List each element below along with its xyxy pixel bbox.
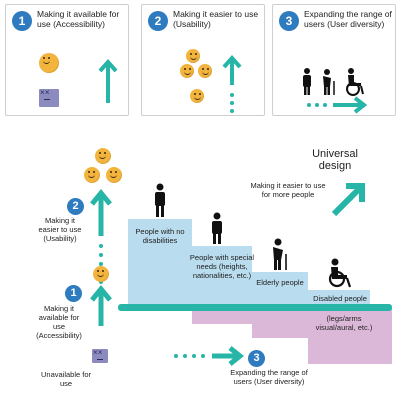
smiley-icon [106, 167, 122, 183]
step-badge: 1 [12, 11, 32, 31]
unavailable-face-icon [92, 348, 108, 363]
up-arrow-dotted-icon [222, 54, 242, 113]
smiley-icon [180, 64, 194, 78]
people-icons [303, 68, 364, 96]
group-label: People with special needs (heights, nati… [189, 253, 255, 280]
card-title: Making it easier to use (Usability) [173, 9, 259, 29]
card-usability: 2 Making it easier to use (Usability) [141, 4, 265, 116]
elderly-person-icon [273, 238, 287, 270]
disabled-range-band [308, 338, 392, 364]
baseline-bar [118, 304, 392, 311]
card-title: Making it available for use (Accessibili… [37, 9, 120, 29]
horizontal-progress-arrow [174, 346, 245, 366]
smiley-icon [190, 89, 204, 103]
disabled-detail-label: (legs/arms visual/aural, etc.) [315, 314, 373, 332]
smiley-icon [39, 53, 59, 73]
step-badge: 2 [67, 198, 84, 215]
wheelchair-user-icon [328, 258, 352, 288]
accessibility-label: Making it available for use (Accessibili… [36, 304, 82, 340]
smiley-icon [84, 167, 100, 183]
unavailable-label: Unavailable for use [40, 370, 92, 388]
step-no-disabilities [128, 219, 192, 307]
unavailable-face-icon [39, 88, 59, 107]
user-diversity-label: Expanding the range of users (User diver… [230, 368, 308, 386]
group-label: People with no disabilities [135, 227, 185, 245]
smiley-icon [186, 49, 200, 63]
step-badge: 1 [65, 285, 82, 302]
step-badge: 3 [248, 350, 265, 367]
diagonal-up-arrow [331, 183, 365, 217]
group-label: Disabled people [313, 294, 367, 303]
easier-for-more-people-label: Making it easier to use for more people [250, 181, 326, 199]
step-elderly [252, 272, 308, 307]
usability-label: Making it easier to use (Usability) [38, 216, 82, 243]
smiley-icon [95, 148, 111, 164]
disabled-range-band [192, 308, 392, 324]
person-standing-icon [155, 183, 165, 217]
group-label: Elderly people [256, 278, 304, 287]
right-arrow-dotted-icon [307, 96, 368, 114]
card-title: Expanding the range of users (User diver… [304, 9, 392, 29]
smiley-icon [198, 64, 212, 78]
person-short-icon [212, 212, 222, 244]
card-user-diversity: 3 Expanding the range of users (User div… [272, 4, 396, 116]
step-badge: 3 [279, 11, 299, 31]
step-special-needs [192, 246, 252, 307]
smiley-icon [93, 266, 109, 282]
up-arrow-icon [98, 58, 118, 103]
card-accessibility: 1 Making it available for use (Accessibi… [5, 4, 129, 116]
step-badge: 2 [148, 11, 168, 31]
universal-design-title: Universal design [312, 148, 358, 172]
disabled-range-band [252, 324, 392, 338]
step-disabled [308, 290, 370, 307]
